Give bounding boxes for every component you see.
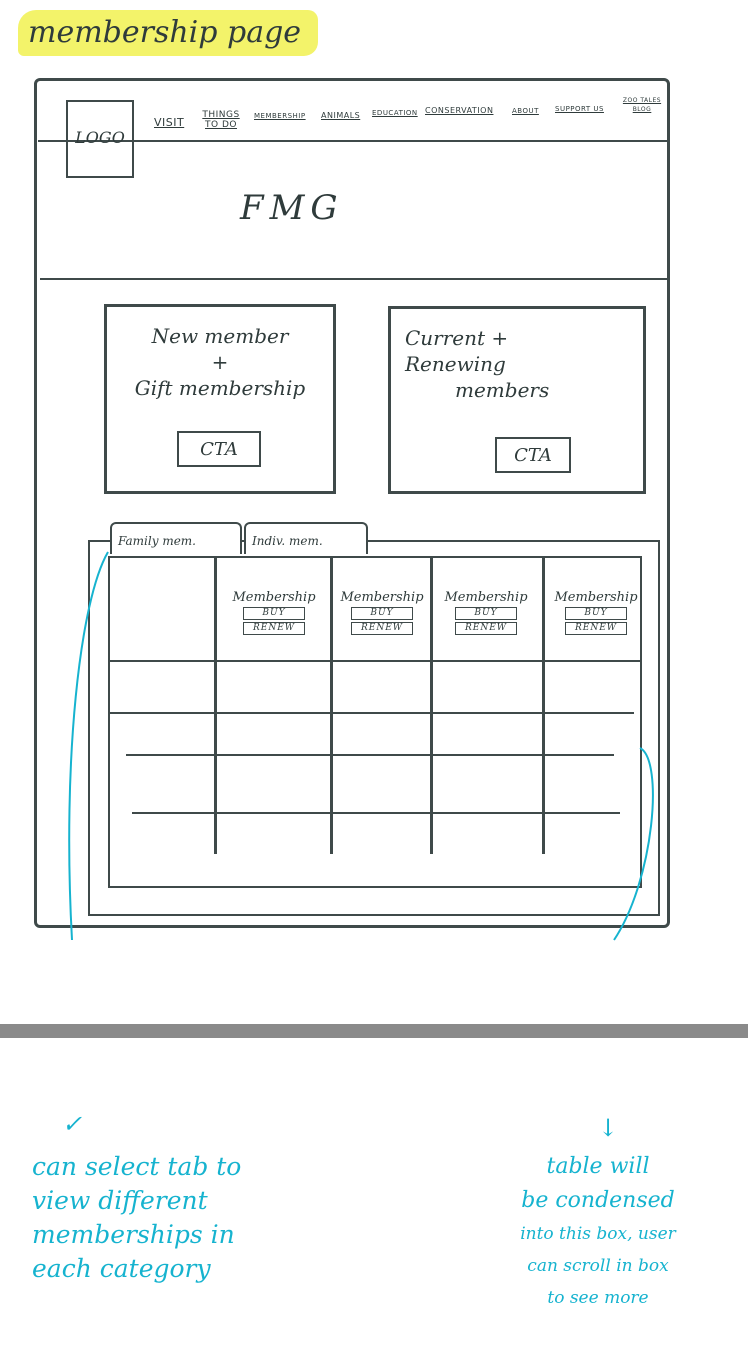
current-member-card: Current + Renewing members CTA <box>388 306 646 494</box>
annotation-line: each category <box>32 1254 211 1283</box>
renew-button[interactable]: RENEW <box>243 622 305 635</box>
renew-button[interactable]: RENEW <box>565 622 627 635</box>
membership-column-title: Membership <box>444 590 528 605</box>
nav-item-support-us[interactable]: SUPPORT US <box>555 105 604 113</box>
table-header-cell: Membership BUY RENEW <box>332 590 432 635</box>
table-column-divider <box>430 558 433 854</box>
logo[interactable]: LOGO <box>66 100 134 178</box>
nav-item-zoo-tales-blog[interactable]: ZOO TALES BLOG <box>622 97 662 113</box>
new-member-card: New member + Gift membership CTA <box>104 304 336 494</box>
card-current-line-3: members <box>455 378 550 402</box>
annotation-line: view different <box>32 1186 208 1215</box>
tab-panel-frame <box>88 540 660 916</box>
table-column-divider <box>542 558 545 854</box>
membership-table[interactable]: Membership BUY RENEW Membership BUY RENE… <box>108 556 642 888</box>
hero-divider <box>40 278 668 280</box>
table-header-cell: Membership BUY RENEW <box>546 590 646 635</box>
annotation-line: into this box, user <box>520 1224 676 1244</box>
renew-button[interactable]: RENEW <box>455 622 517 635</box>
nav-item-about[interactable]: ABOUT <box>512 107 539 115</box>
table-header-cell: Membership BUY RENEW <box>436 590 536 635</box>
table-row-divider <box>110 712 634 714</box>
card-current-line-1: Current + <box>405 326 509 350</box>
table-row-divider <box>110 660 640 662</box>
annotation-arrow-left: ✓ <box>62 1110 83 1138</box>
nav-bar: VISIT THINGS TO DO MEMBERSHIP ANIMALS ED… <box>150 96 670 136</box>
card-new-line-3: Gift membership <box>134 376 306 400</box>
tab-individual-membership[interactable]: Indiv. mem. <box>244 522 368 554</box>
nav-item-education[interactable]: EDUCATION <box>372 109 418 117</box>
annotation-note-tabs: can select tab to view different members… <box>32 1150 362 1286</box>
nav-item-conservation[interactable]: CONSERVATION <box>425 106 494 115</box>
card-current-line-2: Renewing <box>405 352 506 376</box>
section-divider <box>0 1024 748 1038</box>
table-row-divider <box>126 754 614 756</box>
tab-family-membership[interactable]: Family mem. <box>110 522 242 554</box>
table-column-divider <box>330 558 333 854</box>
table-header-cell: Membership BUY RENEW <box>224 590 324 635</box>
annotation-line: be condensed <box>521 1188 675 1213</box>
nav-item-membership[interactable]: MEMBERSHIP <box>254 112 306 120</box>
nav-item-things-to-do[interactable]: THINGS TO DO <box>202 110 240 130</box>
annotation-line-left <box>68 551 109 941</box>
annotation-line: to see more <box>547 1288 649 1308</box>
annotation-line: can scroll in box <box>527 1256 669 1276</box>
new-member-cta-button[interactable]: CTA <box>177 431 261 467</box>
annotation-line: memberships in <box>32 1220 235 1249</box>
buy-button[interactable]: BUY <box>351 607 413 620</box>
annotation-line: table will <box>546 1154 650 1179</box>
buy-button[interactable]: BUY <box>565 607 627 620</box>
nav-item-animals[interactable]: ANIMALS <box>321 111 361 120</box>
annotation-line: can select tab to <box>32 1152 242 1181</box>
table-row-divider <box>132 812 620 814</box>
hero-text: FMG <box>240 188 344 228</box>
card-new-line-1: New member <box>151 324 289 348</box>
header-divider <box>38 140 668 142</box>
membership-column-title: Membership <box>554 590 638 605</box>
page-title: membership page <box>18 10 318 56</box>
wireframe-frame <box>34 78 670 928</box>
annotation-note-table: table will be condensed into this box, u… <box>458 1150 738 1314</box>
membership-column-title: Membership <box>340 590 424 605</box>
buy-button[interactable]: BUY <box>455 607 517 620</box>
membership-column-title: Membership <box>232 590 316 605</box>
table-column-divider <box>214 558 217 854</box>
annotation-arrow-right: ↓ <box>598 1114 619 1142</box>
nav-item-visit[interactable]: VISIT <box>154 116 185 129</box>
current-member-cta-button[interactable]: CTA <box>495 437 571 473</box>
card-new-line-2: + <box>211 350 229 374</box>
renew-button[interactable]: RENEW <box>351 622 413 635</box>
buy-button[interactable]: BUY <box>243 607 305 620</box>
annotation-line-right <box>613 747 654 941</box>
